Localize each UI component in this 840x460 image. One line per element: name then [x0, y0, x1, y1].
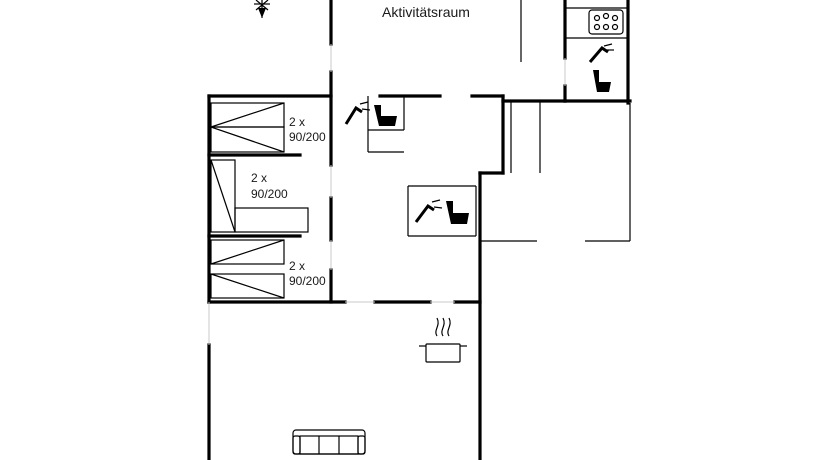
- toilet-icon: [374, 105, 397, 126]
- shower-icon: [414, 199, 443, 223]
- shower-icon: [344, 101, 371, 125]
- bedroom-3-size: 90/200: [289, 274, 326, 288]
- sofa-icon: [292, 429, 366, 455]
- bed-group-3: [210, 239, 285, 299]
- bedroom-3-count: 2 x: [289, 259, 305, 273]
- activity-room-label: Aktivitätsraum: [382, 4, 470, 20]
- bedroom-2-size: 90/200: [251, 187, 288, 201]
- bed-group-2: [210, 159, 309, 233]
- compass-icon: [254, 0, 270, 18]
- toilet-icon: [446, 201, 469, 224]
- stove-icon: [588, 9, 624, 35]
- walls: [207, 0, 632, 460]
- shower-icon: [588, 43, 614, 63]
- toilet-icon: [593, 70, 611, 92]
- bed-group-1: [210, 102, 285, 153]
- door-swings: [208, 44, 566, 345]
- bedroom-1-count: 2 x: [289, 115, 305, 129]
- cooking-pot-icon: [419, 317, 467, 363]
- bedroom-2-count: 2 x: [251, 171, 267, 185]
- bedroom-1-size: 90/200: [289, 130, 326, 144]
